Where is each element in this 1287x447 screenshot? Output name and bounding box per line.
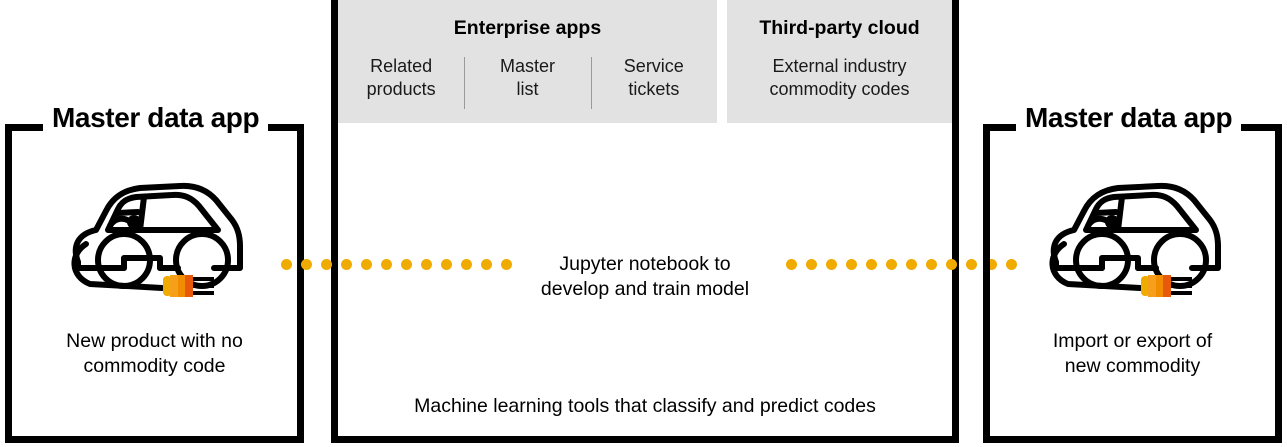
connector-dot <box>946 258 957 270</box>
left-caption-line-2: commodity code <box>83 354 226 377</box>
connector-dot <box>341 258 352 270</box>
right-caption-line-2: new commodity <box>1064 354 1201 377</box>
jupyter-line-1: Jupyter notebook to <box>559 253 731 275</box>
bracket-left-vertical <box>983 124 990 443</box>
dotted-connector-left <box>281 258 512 270</box>
connector-dot <box>381 258 392 270</box>
charge-plug <box>1140 275 1171 297</box>
bracket-bottom <box>5 436 304 443</box>
connector-dot <box>501 258 512 270</box>
box-divider-gap <box>717 0 727 123</box>
enterprise-app-item-master-list: Master list <box>464 55 590 109</box>
connector-dot <box>361 258 372 270</box>
right-electric-car-icon <box>983 176 1282 298</box>
enterprise-app-item-service-tickets: Service tickets <box>590 55 717 109</box>
bracket-bottom <box>983 436 1282 443</box>
connector-dot <box>401 258 412 270</box>
detail-line-2: commodity codes <box>769 79 910 100</box>
connector-dot <box>846 258 857 270</box>
bracket-top-left-stub <box>5 124 47 131</box>
bracket-top-right-stub <box>262 124 304 131</box>
bracket-right-vertical <box>1275 124 1282 443</box>
master-data-app-right-panel: Master data app <box>983 104 1282 443</box>
connector-dot <box>986 258 997 270</box>
master-data-app-left-panel: Master data app <box>5 104 304 443</box>
item-line-1: Service <box>623 56 684 76</box>
connector-dot <box>926 258 937 270</box>
detail-line-1: External industry <box>772 56 907 76</box>
bracket-top-left-stub <box>983 124 1025 131</box>
left-caption-line-1: New product with no <box>66 330 243 352</box>
connector-dot <box>886 258 897 270</box>
machine-learning-tools-label: Machine learning tools that classify and… <box>414 395 876 417</box>
connector-dot <box>966 258 977 270</box>
connector-dot <box>1006 258 1017 270</box>
connector-dot <box>826 258 837 270</box>
connector-dot <box>866 258 877 270</box>
connector-dot <box>461 258 472 270</box>
connector-dot <box>321 258 332 270</box>
left-electric-car-icon <box>5 176 304 298</box>
item-line-1: Related <box>370 56 433 76</box>
connector-dot <box>806 258 817 270</box>
left-panel-caption: New product with no commodity code <box>5 329 304 379</box>
charge-plug <box>162 275 193 297</box>
dotted-connector-right <box>786 258 1017 270</box>
connector-dot <box>906 258 917 270</box>
enterprise-apps-box: Enterprise apps Related products Master … <box>338 0 717 123</box>
bracket-right-vertical <box>297 124 304 443</box>
connector-dot <box>786 258 797 270</box>
connector-dot <box>281 258 292 270</box>
right-panel-caption: Import or export of new commodity <box>983 329 1282 379</box>
bracket-left-vertical <box>5 124 12 443</box>
enterprise-apps-heading: Enterprise apps <box>453 17 602 39</box>
third-party-cloud-detail: External industry commodity codes <box>727 55 952 102</box>
item-line-2: tickets <box>628 79 680 100</box>
enterprise-app-item-related-products: Related products <box>338 55 464 102</box>
third-party-cloud-heading: Third-party cloud <box>759 17 920 39</box>
connector-dot <box>481 258 492 270</box>
connector-dot <box>301 258 312 270</box>
item-line-2: products <box>366 79 436 100</box>
source-systems-row: Enterprise apps Related products Master … <box>338 0 952 123</box>
item-line-2: list <box>516 79 539 100</box>
center-frame: Enterprise apps Related products Master … <box>331 0 959 443</box>
connector-dot <box>441 258 452 270</box>
enterprise-apps-items: Related products Master list Service tic… <box>338 55 717 109</box>
right-panel-title: Master data app <box>1016 104 1242 132</box>
jupyter-line-2: develop and train model <box>540 278 750 301</box>
connector-dot <box>421 258 432 270</box>
item-line-1: Master <box>499 56 555 76</box>
jupyter-notebook-label: Jupyter notebook to develop and train mo… <box>338 252 952 303</box>
bracket-top-right-stub <box>1240 124 1282 131</box>
third-party-cloud-box: Third-party cloud External industry comm… <box>727 0 952 123</box>
right-caption-line-1: Import or export of <box>1052 330 1213 352</box>
left-panel-title: Master data app <box>43 104 269 132</box>
